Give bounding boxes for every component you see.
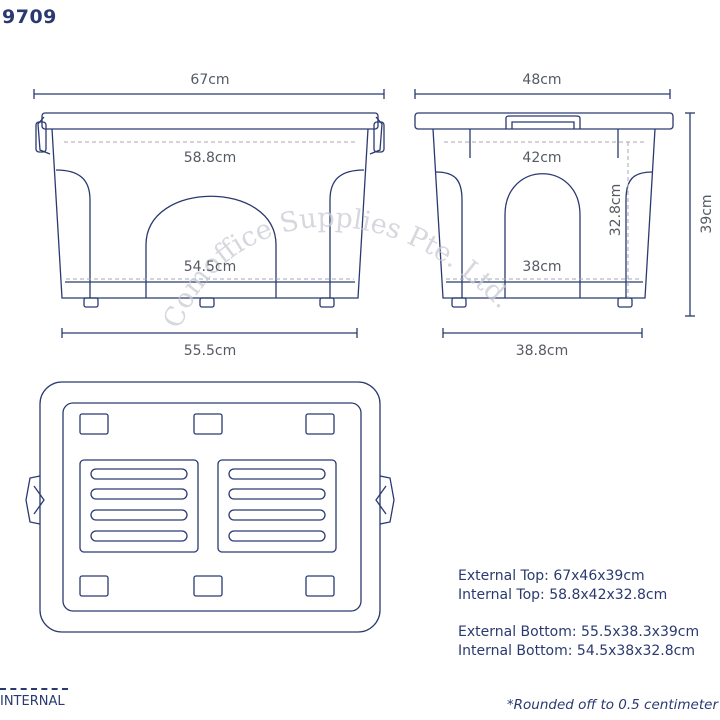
side-internal-height-label: 32.8cm bbox=[608, 184, 624, 237]
front-internal-bottom-label: 54.5cm bbox=[184, 259, 237, 275]
side-view bbox=[414, 89, 695, 338]
external-height-label: 39cm bbox=[699, 194, 715, 233]
specs-block: External Top: 67x46x39cm Internal Top: 5… bbox=[458, 567, 699, 661]
legend-dash-swatch bbox=[0, 688, 68, 690]
front-internal-top-label: 58.8cm bbox=[184, 150, 237, 166]
side-external-bottom-label: 38.8cm bbox=[516, 343, 569, 359]
side-internal-top-label: 42cm bbox=[522, 150, 561, 166]
top-view bbox=[25, 381, 395, 633]
side-internal-bottom-label: 38cm bbox=[522, 259, 561, 275]
legend-label: INTERNAL bbox=[0, 694, 65, 709]
front-external-top-label: 67cm bbox=[190, 72, 229, 88]
spec-external-top: External Top: 67x46x39cm bbox=[458, 568, 645, 584]
model-number: 9709 bbox=[2, 6, 57, 28]
footnote: *Rounded off to 0.5 centimeter bbox=[506, 697, 718, 713]
side-external-top-label: 48cm bbox=[522, 72, 561, 88]
legend: INTERNAL bbox=[0, 688, 68, 709]
front-view bbox=[33, 89, 385, 338]
spec-internal-bottom: Internal Bottom: 54.5x38x32.8cm bbox=[458, 643, 695, 659]
front-external-bottom-label: 55.5cm bbox=[184, 343, 237, 359]
spec-external-bottom: External Bottom: 55.5x38.3x39cm bbox=[458, 624, 700, 640]
spec-internal-top: Internal Top: 58.8x42x32.8cm bbox=[458, 587, 668, 603]
